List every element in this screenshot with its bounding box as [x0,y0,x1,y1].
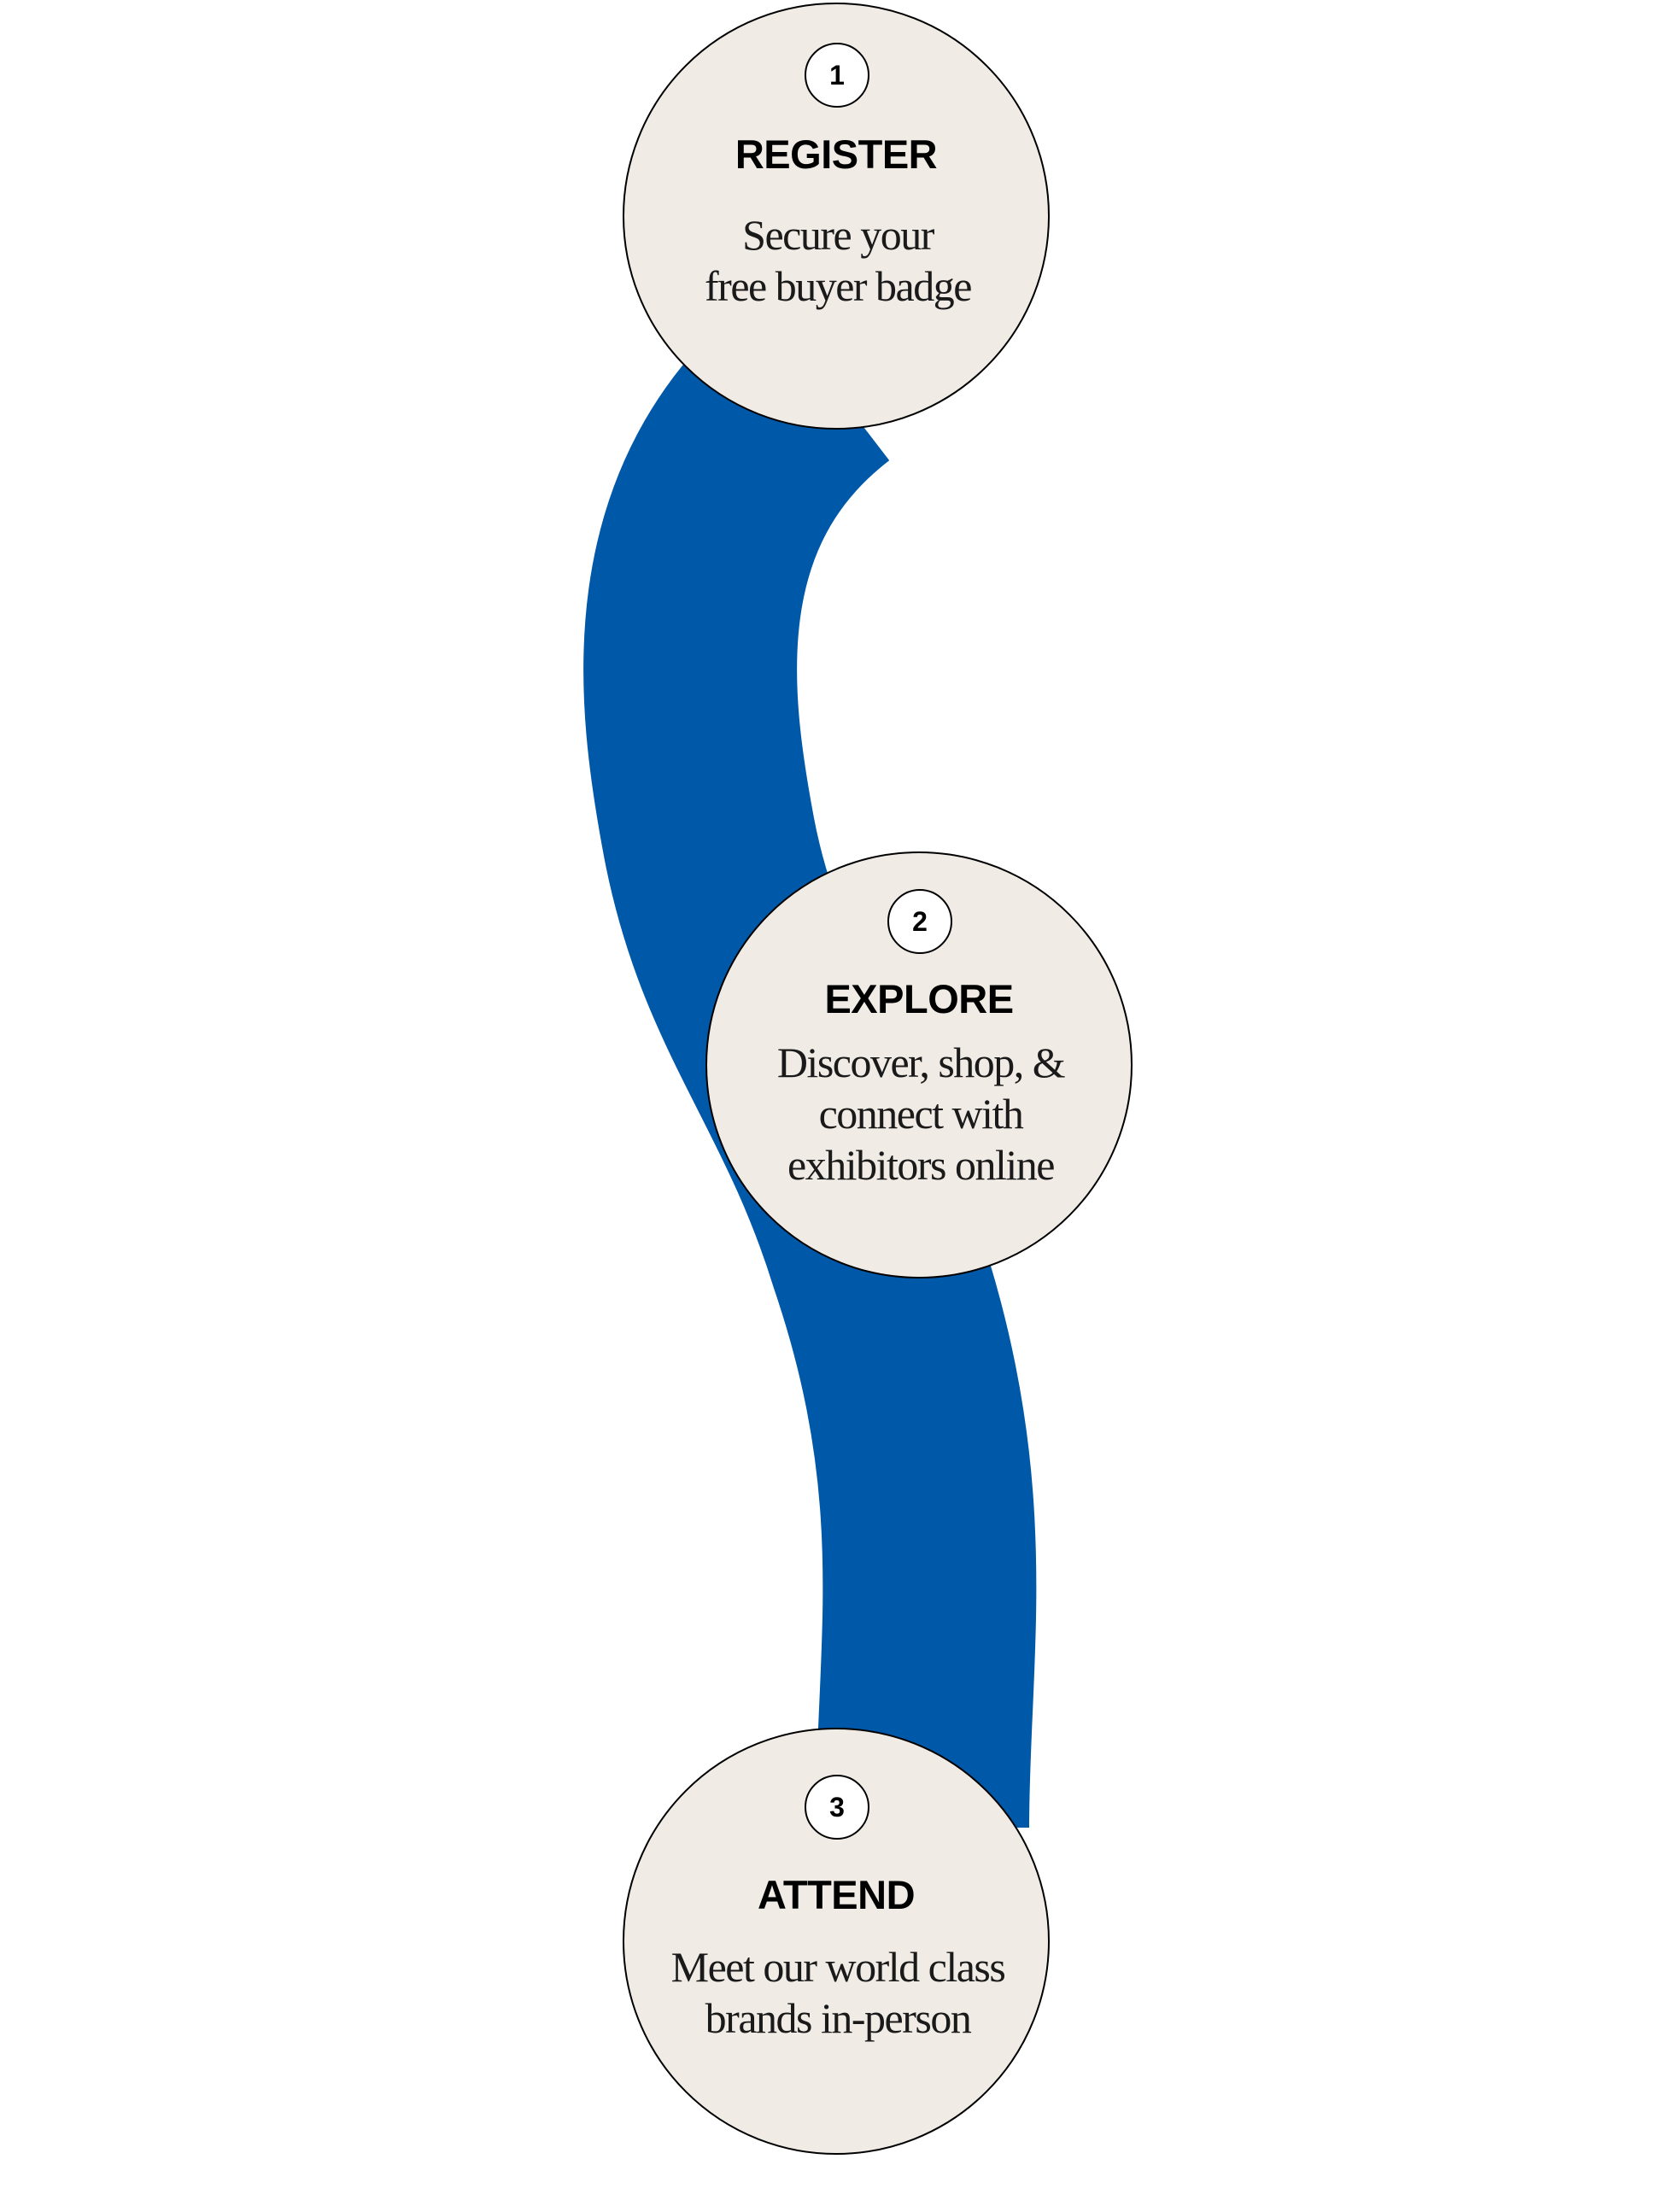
step-description: Meet our world class brands in-person [659,1941,1017,2044]
step-description-line: free buyer badge [705,262,972,310]
step-explore: 2 EXPLORE Discover, shop, & connect with… [705,851,1133,1278]
step-description-line: connect with [818,1090,1024,1138]
step-description-line: Discover, shop, & [776,1039,1066,1086]
step-register: 1 REGISTER Secure your free buyer badge [623,3,1050,430]
step-attend: 3 ATTEND Meet our world class brands in-… [623,1728,1050,2155]
step-description: Secure your free buyer badge [659,209,1017,312]
step-title: REGISTER [735,132,938,177]
step-title: EXPLORE [824,976,1014,1021]
step-description-line: exhibitors online [787,1141,1055,1189]
step-number-badge: 2 [887,889,952,954]
step-number-badge: 3 [805,1775,869,1840]
step-description-line: Secure your [742,211,934,259]
step-description-line: Meet our world class [670,1943,1006,1991]
step-description: Discover, shop, & connect with exhibitor… [741,1037,1100,1191]
step-description-line: brands in-person [705,1994,972,2042]
step-number-badge: 1 [805,43,869,108]
step-title: ATTEND [757,1872,916,1917]
